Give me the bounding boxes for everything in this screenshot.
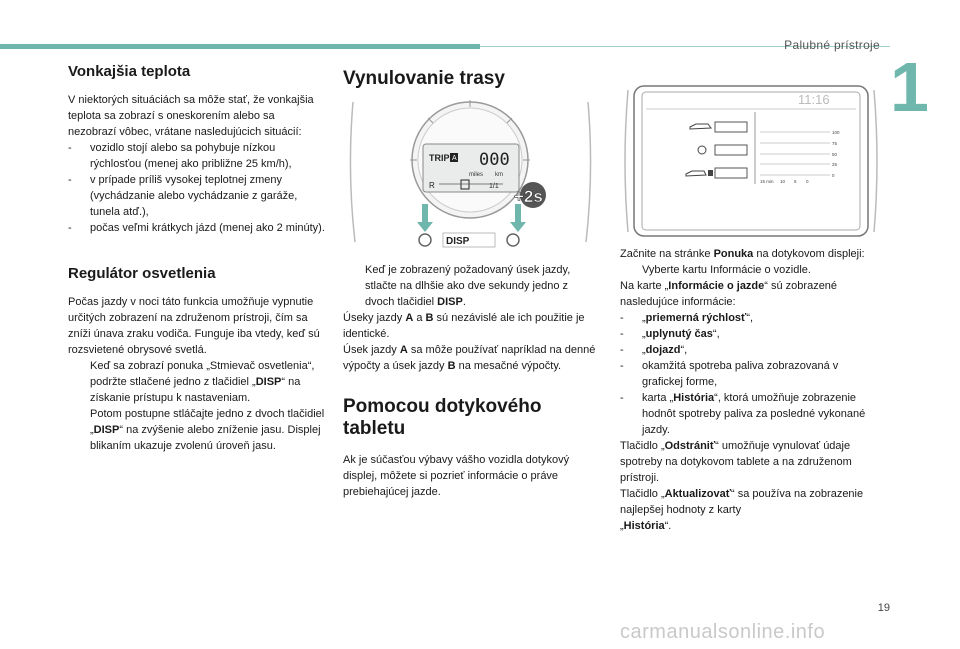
heading-trip-reset: Vynulovanie trasy: [343, 68, 505, 89]
svg-text:10: 10: [780, 179, 786, 184]
list-item: -okamžitá spotreba paliva zobrazovaná v …: [620, 360, 839, 388]
svg-text:25: 25: [832, 162, 838, 167]
paragraph: V niektorých situáciách sa môže stať, že…: [68, 94, 314, 138]
column-right: Začnite na stránke Ponuka na dotykovom d…: [620, 246, 882, 534]
press-duration-label: +2s: [514, 187, 543, 206]
heading-dimmer: Regulátor osvetlenia: [68, 265, 216, 282]
trip-label: TRIP: [429, 153, 450, 163]
list-item: -počas veľmi krátkych jázd (menej ako 2 …: [68, 222, 325, 234]
heading-outside-temperature: Vonkajšia teplota: [68, 63, 191, 80]
list-item: -vozidlo stojí alebo sa pohybuje nízkou …: [68, 142, 292, 170]
list-item: -„priemerná rýchlosť“,: [620, 312, 754, 324]
header-accent-bar: [0, 44, 480, 49]
list-item: -„uplynutý čas“,: [620, 328, 720, 340]
column-left: Vonkajšia teplota V niektorých situáciác…: [68, 64, 326, 454]
instrument-cluster-figure: TRIP A 000 miles km R 1/1 +2s DISP: [349, 100, 592, 248]
paragraph: Úseky jazdy A a B sú nezávislé ale ich p…: [343, 312, 585, 340]
column-middle: Keď je zobrazený požadovaný úsek jazdy, …: [343, 262, 600, 500]
paragraph: Začnite na stránke Ponuka na dotykovom d…: [620, 248, 865, 260]
paragraph: Na karte „Informácie o jazde“ sú zobraze…: [620, 280, 838, 308]
odometer-value: 000: [479, 150, 510, 170]
header-rule: [480, 46, 890, 47]
list-item: -v prípade príliš vysokej teplotnej zmen…: [68, 174, 298, 218]
gear-indicator: R: [429, 181, 435, 190]
chapter-number: 1: [890, 48, 929, 126]
clock: 11:16: [798, 92, 830, 107]
svg-text:50: 50: [832, 152, 838, 157]
unit-km: km: [495, 172, 503, 178]
svg-text:0: 0: [806, 179, 809, 184]
svg-text:15 min: 15 min: [760, 179, 774, 184]
paragraph: Tlačidlo „Odstrániť“ umožňuje vynulovať …: [620, 440, 852, 484]
svg-text:75: 75: [832, 141, 838, 146]
svg-text:5: 5: [794, 179, 797, 184]
paragraph: Počas jazdy v noci táto funkcia umožňuje…: [68, 296, 320, 356]
svg-text:0: 0: [832, 173, 835, 178]
list-item: Potom postupne stláčajte jedno z dvoch t…: [90, 408, 325, 452]
list-item: Keď je zobrazený požadovaný úsek jazdy, …: [365, 264, 571, 308]
list-item: -karta „História“, ktorá umožňuje zobraz…: [620, 392, 866, 436]
list-item: Vyberte kartu Informácie o vozidle.: [642, 264, 811, 276]
touchscreen-figure: 11:16 100 75 50 25 0 15 min 10 5 0: [624, 85, 878, 237]
unit-miles: miles: [469, 172, 483, 178]
page-number: 19: [877, 602, 890, 614]
svg-text:100: 100: [832, 130, 840, 135]
paragraph: Tlačidlo „Aktualizovať“ sa používa na zo…: [620, 488, 864, 532]
list-item: Keď sa zobrazí ponuka „Stmievač osvetlen…: [90, 360, 315, 404]
disp-button-label: DISP: [446, 236, 470, 247]
watermark: carmanualsonline.info: [620, 621, 826, 643]
paragraph: Úsek jazdy A sa môže používať napríklad …: [343, 344, 596, 372]
section-title: Palubné prístroje: [784, 38, 880, 52]
paragraph: Ak je súčasťou výbavy vášho vozidla doty…: [343, 454, 570, 498]
heading-touch-tablet: Pomocou dotykového tabletu: [343, 396, 542, 439]
list-item: -„dojazd“,: [620, 344, 688, 356]
column-middle-top: Vynulovanie trasy: [343, 68, 600, 102]
fuel-fraction: 1/1: [489, 183, 499, 190]
trip-badge: A: [452, 155, 457, 162]
